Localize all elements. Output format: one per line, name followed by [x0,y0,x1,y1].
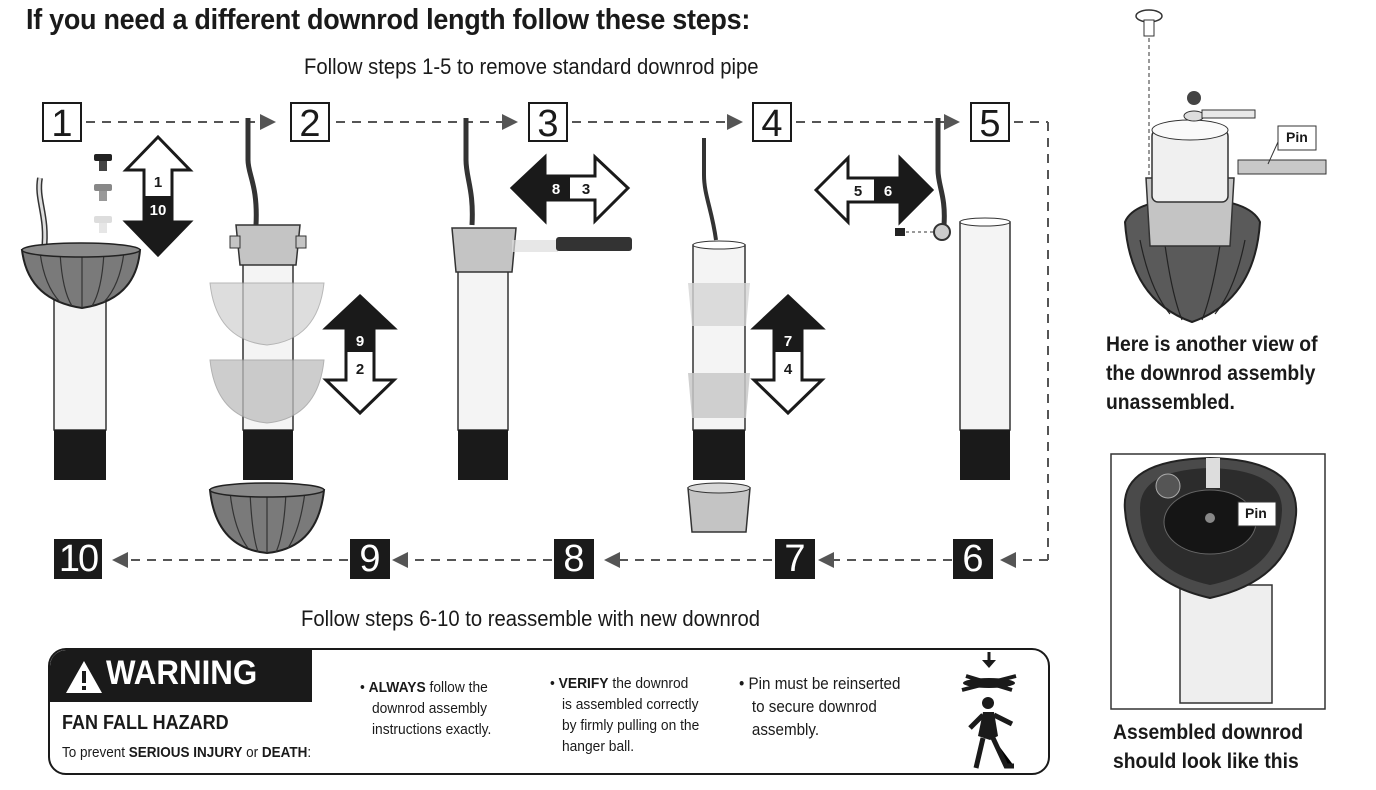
arrow-step-1-10 [122,134,194,258]
arrow-label-10: 10 [150,202,167,219]
caption-unassembled-line-2: the downrod assembly [1106,362,1316,385]
caption-unassembled-line-3: unassembled. [1106,391,1235,414]
arrow-step-7-4 [750,293,826,416]
arrow-label-2: 2 [356,361,364,378]
step1-illustration [20,154,142,480]
step-9-box: 9 [350,539,390,579]
flow-line-top [86,121,1049,561]
caption-unassembled: Here is another view of the downrod asse… [1106,330,1318,417]
step4-illustration [687,138,751,533]
step3-illustration [451,118,632,480]
hazard-subtitle: To prevent SERIOUS INJURY or DEATH: [62,744,312,761]
caption-assembled-line-2: should look like this [1113,750,1299,773]
warning-header: WARNING [50,650,312,702]
arrow-label-8: 8 [552,181,560,198]
arrow-labels: 1 10 9 2 8 3 7 4 5 6 [150,174,893,378]
arrow-label-6: 6 [884,183,892,200]
unassembled-view-illustration [1123,9,1327,324]
pin-label-assembled: Pin [1245,505,1267,521]
caption-assembled-line-1: Assembled downrod [1113,721,1304,744]
step-8-box: 8 [554,539,594,579]
page-title: If you need a different downrod length f… [26,4,751,36]
fan-fall-icon [961,652,1017,769]
warning-bullet-pin: • Pin must be reinserted to secure downr… [739,675,901,739]
arrow-label-1: 1 [154,174,162,191]
step-3-box: 3 [528,102,568,144]
step-10-box: 10 [54,539,102,579]
subtitle-reassemble-steps: Follow steps 6-10 to reassemble with new… [301,606,761,631]
step-5-box: 5 [970,102,1010,144]
pin-label-unassembled: Pin [1286,129,1308,145]
flow-arrowheads-top [260,114,1016,568]
step-2-box: 2 [290,102,330,144]
step-4-box: 4 [752,102,792,144]
flow-arrowheads-bottom [112,552,834,568]
caption-unassembled-line-1: Here is another view of [1106,333,1318,356]
step5-illustration [895,118,1011,480]
arrow-step-9-2 [322,293,398,416]
arrow-step-8-3 [509,153,631,225]
caption-assembled: Assembled downrod should look like this [1113,718,1303,776]
warning-triangle-icon [66,661,102,693]
assembled-view-illustration [1123,456,1298,704]
warning-bullet-always: • ALWAYS follow the downrod assembly ins… [360,679,492,738]
arrow-label-3: 3 [582,181,590,198]
hazard-title: FAN FALL HAZARD [62,712,229,734]
arrow-label-7: 7 [784,333,792,350]
step-7-box: 7 [775,539,815,579]
arrow-label-9: 9 [356,333,364,350]
warning-bullet-verify: • VERIFY the downrod is assembled correc… [550,675,700,755]
arrow-label-5: 5 [854,183,862,200]
warning-panel: WARNING FAN FALL HAZARD To prevent SERIO… [48,648,1050,775]
subtitle-remove-steps: Follow steps 1-5 to remove standard down… [304,54,759,79]
arrow-label-4: 4 [784,361,793,378]
step2-illustration [208,118,326,555]
step-6-box: 6 [953,539,993,579]
warning-label: WARNING [106,654,258,692]
arrow-step-5-6 [813,154,935,226]
step-1-box: 1 [42,102,82,144]
